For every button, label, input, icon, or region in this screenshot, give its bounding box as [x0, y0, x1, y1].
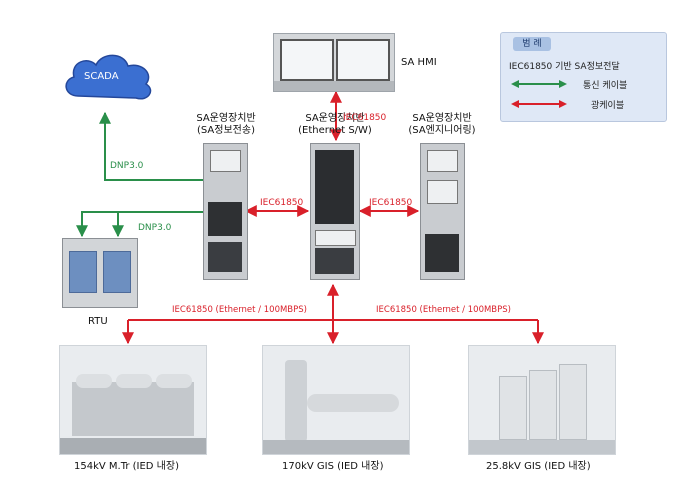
legend-green-arrow: [511, 80, 567, 88]
right-cabinet-label: SA운영장치반 (SA엔지니어링): [400, 113, 484, 137]
right-cabinet-label-line1: SA운영장치반: [412, 113, 472, 124]
right-cabinet-label-line2: (SA엔지니어링): [408, 125, 476, 136]
gis-170kv-label: 170kV GIS (IED 내장): [282, 461, 384, 472]
transformer-tank-3: [156, 374, 192, 388]
hmi-monitor-right: [336, 39, 390, 81]
gis-25kv-bay-2: [529, 370, 557, 440]
legend-red-label: 광케이블: [591, 101, 625, 111]
gis-170kv-pipe: [307, 394, 399, 412]
right-cabinet-screen-2: [427, 180, 458, 204]
center-cabinet-switch: [315, 150, 354, 224]
scada-label: SCADA: [84, 71, 119, 82]
hmi-desk: [274, 81, 394, 91]
left-cabinet-label-line1: SA운영장치반: [196, 113, 256, 124]
legend-title: 범 례: [513, 37, 551, 51]
gis-170kv-column: [285, 360, 307, 442]
center-cabinet-base: [315, 248, 354, 274]
transformer-label: 154kV M.Tr (IED 내장): [74, 461, 179, 472]
transformer-tank-2: [116, 374, 152, 388]
hmi-photo: [273, 33, 395, 92]
gis-170kv-photo: [262, 345, 410, 455]
dnp-rtu-line: [76, 211, 203, 238]
left-cabinet-device: [208, 202, 242, 236]
legend-green-label: 통신 케이블: [583, 81, 628, 91]
left-cabinet: [203, 143, 248, 280]
transformer-tank-1: [76, 374, 112, 388]
rtu-module-right: [103, 251, 131, 293]
left-cabinet-label: SA운영장치반 (SA정보전송): [188, 113, 264, 137]
right-cabinet-screen-1: [427, 150, 458, 172]
hmi-monitor-left: [280, 39, 334, 81]
center-cabinet: [310, 143, 360, 280]
ethernet-left-label: IEC61850 (Ethernet / 100MBPS): [172, 305, 307, 315]
right-cabinet-device: [425, 234, 459, 272]
center-cabinet-label-line1: SA운영장치반: [305, 113, 365, 124]
right-cabinet: [420, 143, 465, 280]
dnp-scada-line: [99, 111, 203, 181]
iec-hmi-label: IEC61850: [343, 113, 387, 123]
iec-left-label: IEC61850: [260, 198, 304, 208]
left-cabinet-device-2: [208, 242, 242, 272]
hmi-label: SA HMI: [401, 57, 437, 68]
transformer-photo: [59, 345, 207, 455]
dnp-scada-label: DNP3.0: [110, 161, 144, 171]
gis-25kv-bay-1: [499, 376, 527, 440]
gis-170kv-floor: [263, 440, 409, 454]
rtu-module-left: [69, 251, 97, 293]
gis-25kv-floor: [469, 440, 615, 454]
legend-box: 범 례 IEC61850 기반 SA정보전달 통신 케이블 광케이블: [500, 32, 667, 122]
center-cabinet-label: SA운영장치반 (Ethernet S/W): [291, 113, 379, 137]
rtu-label: RTU: [88, 316, 108, 327]
center-cabinet-panel: [315, 230, 356, 246]
left-cabinet-screen: [210, 150, 241, 172]
legend-heading: IEC61850 기반 SA정보전달: [509, 62, 620, 72]
legend-red-arrow: [511, 100, 567, 108]
transformer-floor: [60, 438, 206, 454]
left-cabinet-label-line2: (SA정보전송): [197, 125, 255, 136]
iec-right-label: IEC61850: [369, 198, 413, 208]
gis-25kv-bay-3: [559, 364, 587, 440]
transformer-body: [72, 382, 194, 436]
rtu-cabinet: [62, 238, 138, 308]
center-cabinet-label-line2: (Ethernet S/W): [298, 125, 372, 136]
gis-25kv-label: 25.8kV GIS (IED 내장): [486, 461, 591, 472]
scada-cloud: [65, 54, 152, 100]
gis-25kv-photo: [468, 345, 616, 455]
dnp-rtu-label: DNP3.0: [138, 223, 172, 233]
ethernet-right-label: IEC61850 (Ethernet / 100MBPS): [376, 305, 511, 315]
